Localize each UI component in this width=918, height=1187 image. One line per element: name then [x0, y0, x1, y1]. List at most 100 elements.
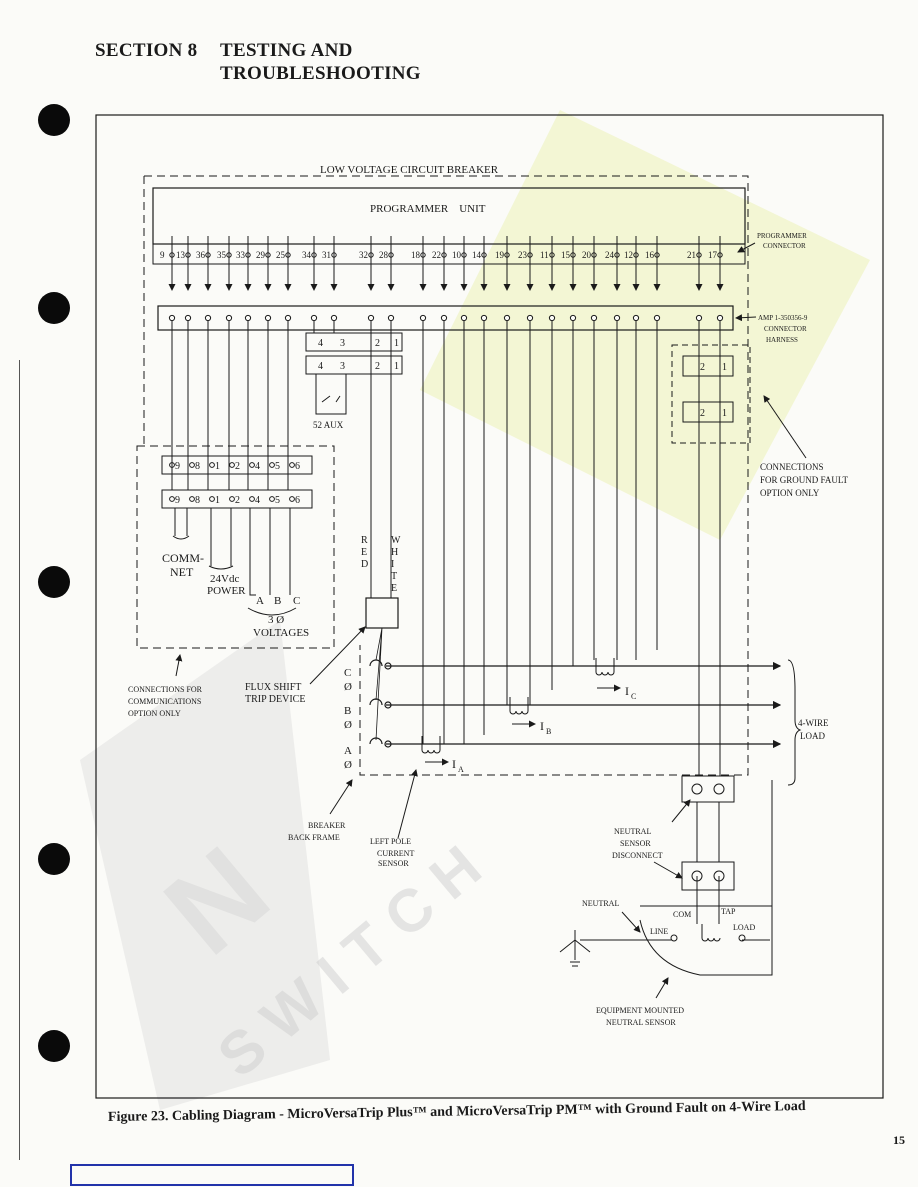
gf-label-3: OPTION ONLY [760, 488, 820, 498]
gf-pin: 1 [722, 408, 727, 419]
current-c-label: I [625, 684, 629, 698]
programmer-pin: 9 [160, 250, 165, 260]
comm-socket [209, 496, 215, 502]
white-wire-label: H [391, 547, 398, 558]
neutral-disconnect-3: DISCONNECT [612, 851, 663, 860]
current-a-sub: A [458, 765, 464, 774]
aux-label: 52 AUX [313, 420, 344, 430]
voltages-label-2: VOLTAGES [253, 627, 309, 639]
equipment-sensor-1: EQUIPMENT MOUNTED [596, 1006, 684, 1015]
harness-socket [310, 314, 318, 322]
aux-pin: 2 [375, 338, 380, 349]
programmer-pin: 13 [176, 250, 186, 260]
binder-hole [38, 104, 70, 136]
programmer-pin: 14 [472, 250, 482, 260]
section-title-line2: TROUBLESHOOTING [220, 63, 421, 84]
commnet-label-2: NET [170, 565, 194, 579]
left-pole-2: CURRENT [377, 849, 414, 858]
aux-pin: 2 [375, 361, 380, 372]
load-label-2: LOAD [800, 731, 825, 741]
programmer-pin: 21 [687, 250, 696, 260]
programmer-unit-label: PROGRAMMER UNIT [370, 203, 486, 215]
binder-hole [38, 1030, 70, 1062]
comm-pin: 9 [175, 461, 180, 472]
comm-pin: 2 [235, 461, 240, 472]
aux-pin: 3 [340, 361, 345, 372]
phase-a-label: A [344, 745, 352, 757]
voltages-label-1: 3 Ø [268, 614, 284, 626]
left-pole-1: LEFT POLE [370, 837, 411, 846]
harness-socket [590, 314, 598, 322]
programmer-pin: 36 [196, 250, 206, 260]
phase-letter: C [293, 595, 300, 607]
com-label: COM [673, 910, 691, 919]
gf-pin: 1 [722, 362, 727, 373]
phase-a-symbol: Ø [344, 759, 352, 771]
current-b-label: I [540, 719, 544, 733]
flux-label-2: TRIP DEVICE [245, 694, 305, 705]
current-a-label: I [452, 757, 456, 771]
comm-socket [169, 496, 175, 502]
page-number: 15 [893, 1133, 905, 1147]
watermark-logo: N S W I T C H [80, 110, 870, 1110]
neutral-disconnect-2: SENSOR [620, 839, 651, 848]
comm-pin: 6 [295, 461, 300, 472]
comm-socket [289, 462, 295, 468]
current-b-sub: B [546, 727, 551, 736]
harness-socket [460, 314, 468, 322]
comm-socket [229, 496, 235, 502]
phase-b-label: B [344, 705, 351, 717]
harness-socket [569, 314, 577, 322]
programmer-pin: 10 [452, 250, 462, 260]
flux-label-1: FLUX SHIFT [245, 682, 301, 693]
power-label-2: POWER [207, 585, 246, 597]
binder-hole [38, 292, 70, 324]
harness-socket [716, 314, 724, 322]
gf-label-2: FOR GROUND FAULT [760, 475, 849, 485]
current-c-sub: C [631, 692, 636, 701]
programmer-pin: 17 [708, 250, 718, 260]
comm-socket [189, 462, 195, 468]
programmer-pin: 29 [256, 250, 266, 260]
programmer-pin: 11 [540, 250, 549, 260]
harness-socket [440, 314, 448, 322]
neutral-disconnect-1: NEUTRAL [614, 827, 651, 836]
binder-hole [38, 566, 70, 598]
breaker-boundary [144, 175, 749, 776]
programmer-pin: 15 [561, 250, 571, 260]
aux-pin: 1 [394, 338, 399, 349]
phase-letter: A [256, 595, 264, 607]
aux-pin: 3 [340, 338, 345, 349]
amp-connector-harness [157, 305, 734, 331]
neutral-label: NEUTRAL [582, 899, 619, 908]
figure-frame [95, 114, 884, 1099]
load-terminal-label: LOAD [733, 923, 755, 932]
binder-hole [38, 843, 70, 875]
harness-socket [419, 314, 427, 322]
comm-pin: 8 [195, 495, 200, 506]
harness-socket [284, 314, 292, 322]
comm-pin: 4 [255, 461, 260, 472]
programmer-pin: 25 [276, 250, 286, 260]
amp-label-3: HARNESS [766, 336, 798, 344]
harness-socket [480, 314, 488, 322]
harness-socket [632, 314, 640, 322]
back-frame-2: BACK FRAME [288, 833, 340, 842]
commnet-label-1: COMM- [162, 551, 204, 565]
harness-socket [330, 314, 338, 322]
scan-footer-box [70, 1164, 354, 1186]
programmer-pin: 32 [359, 250, 368, 260]
section-title-line1: TESTING AND [220, 40, 353, 61]
aux-pin: 4 [318, 361, 323, 372]
harness-socket [225, 314, 233, 322]
red-wire-label: E [361, 547, 367, 558]
programmer-connector-label-2: CONNECTOR [763, 242, 806, 250]
harness-socket [184, 314, 192, 322]
programmer-connector-label-1: PROGRAMMER [757, 232, 807, 240]
aux-pin: 4 [318, 338, 323, 349]
phase-c-label: C [344, 667, 351, 679]
programmer-pin: 31 [322, 250, 331, 260]
comm-socket [249, 462, 255, 468]
harness-socket [204, 314, 212, 322]
line-label: LINE [650, 927, 668, 936]
